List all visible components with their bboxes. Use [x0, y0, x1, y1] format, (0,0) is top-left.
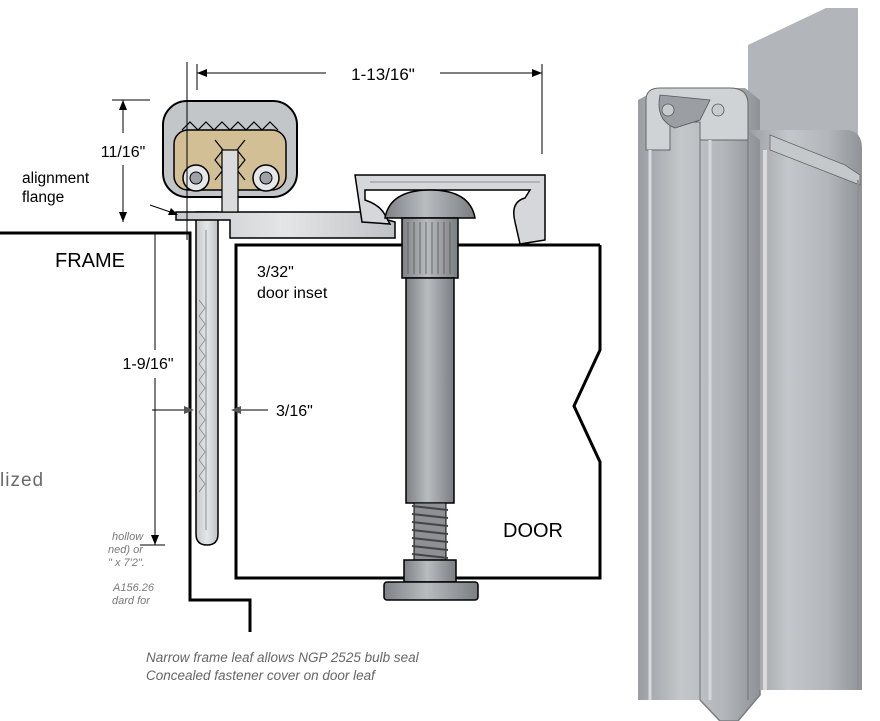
partial-body-line: A156.26: [113, 582, 154, 594]
door-leaf: [175, 174, 546, 245]
partial-body-line: dard for: [112, 595, 150, 607]
label-flange: flange: [22, 189, 64, 206]
label-height: 11/16": [101, 144, 146, 161]
dimension-top-width: 1-13/16": [196, 64, 543, 154]
label-alignment: alignment: [22, 170, 90, 187]
hinge-knuckle: [162, 62, 298, 240]
caption-line: Narrow frame leaf allows NGP 2525 bulb s…: [146, 650, 419, 665]
partial-heading: lized: [0, 470, 45, 491]
partial-body-line: hollow: [112, 531, 144, 543]
caption-line: Concealed fastener cover on door leaf: [146, 668, 375, 683]
label-inset-value: 3/32": [257, 264, 294, 281]
label-leaf-thickness: 3/16": [276, 403, 313, 420]
partial-body-line: " x 7'2".: [108, 557, 145, 569]
label-frame: FRAME: [55, 250, 125, 272]
hinge-profile-render: [638, 8, 862, 721]
dimension-height: 11/16": [101, 99, 150, 222]
caption: Narrow frame leaf allows NGP 2525 bulb s…: [146, 649, 419, 685]
dimension-leaf-length: 1-9/16": [122, 233, 174, 546]
partial-body-line: ned) or: [108, 544, 143, 556]
frame-outline: [0, 231, 252, 632]
label-leaf-length: 1-9/16": [122, 356, 173, 373]
label-inset-text: door inset: [257, 285, 328, 302]
label-top-width: 1-13/16": [351, 65, 415, 84]
frame-leaf: [195, 211, 219, 546]
alignment-flange-callout: alignment flange: [22, 170, 178, 215]
label-door: DOOR: [503, 520, 563, 542]
fastener-screw: [383, 189, 479, 601]
dimension-leaf-thickness: 3/16": [152, 403, 313, 420]
